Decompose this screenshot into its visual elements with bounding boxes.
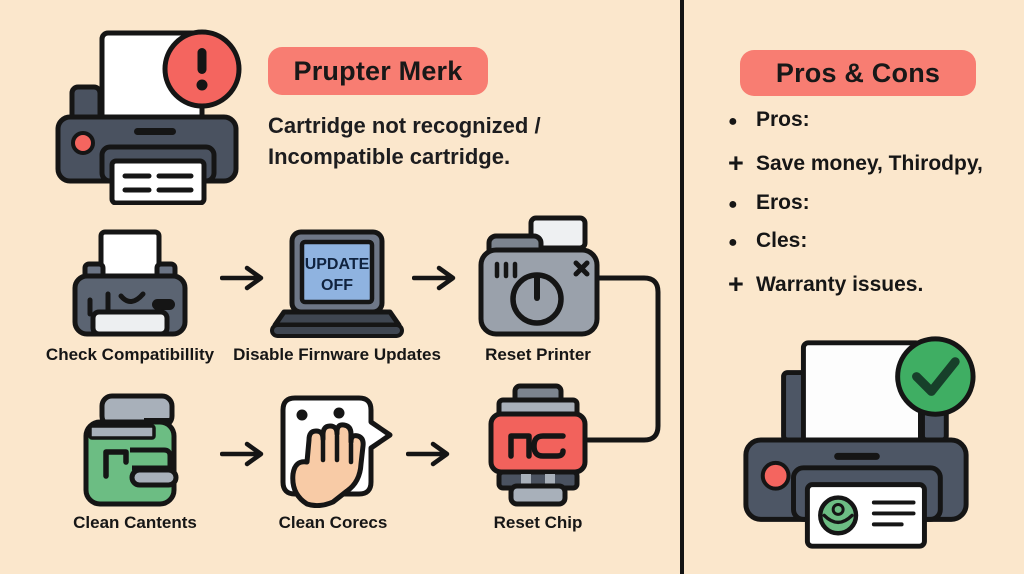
plus-marker: + <box>728 148 744 178</box>
panel-divider <box>680 0 684 574</box>
left-title: Prupter Merk <box>293 55 463 86</box>
list-item: ● Cles: <box>728 229 983 253</box>
list-item-text: Warranty issues. <box>756 273 924 296</box>
hand-wipe-icon <box>280 395 392 508</box>
subtitle-line-2: Incompatible cartridge. <box>268 144 511 169</box>
list-item: + Warranty issues. <box>728 267 983 299</box>
step-label: Disable Firnware Updates <box>233 345 441 364</box>
step-disable-firmware: UPDATE OFF Disable Firnware Updates <box>233 220 441 365</box>
step-label: Reset Chip <box>493 513 583 532</box>
ink-cartridge-icon <box>83 393 179 507</box>
step-label: Reset Printer <box>485 345 591 364</box>
bullet-marker: ● <box>728 113 738 130</box>
laptop-screen-line-1: UPDATE <box>305 256 370 273</box>
step-reset-printer: Reset Printer <box>438 214 638 365</box>
step-clean-chip-contacts: Clean Corecs <box>233 392 433 533</box>
receipt-lines <box>871 500 916 527</box>
laptop-update-off-icon: UPDATE OFF <box>270 229 404 338</box>
step-label: Clean Cantents <box>73 513 197 532</box>
list-item-text: Save money, Thirodpy, <box>756 152 983 175</box>
arrow-right-icon <box>412 265 456 291</box>
power-symbol-icon <box>510 272 564 326</box>
pros-cons-list: ● Pros: + Save money, Thirodpy, ● Eros: … <box>728 108 983 299</box>
list-item: ● Pros: <box>728 108 983 132</box>
arrow-right-icon <box>406 441 450 467</box>
error-printer-icon <box>55 29 242 205</box>
bullet-marker: ● <box>728 196 738 213</box>
pros-cons-title-pill: Pros & Cons <box>740 50 976 96</box>
step-label: Clean Corecs <box>278 513 388 532</box>
reset-printer-icon <box>478 215 600 337</box>
list-item-text: Eros: <box>756 191 810 214</box>
bullet-marker: ● <box>728 234 738 251</box>
step-label: Check Compatibillity <box>45 345 215 364</box>
approved-printer-icon <box>743 336 976 549</box>
flow-connector-line <box>585 275 661 443</box>
list-item-text: Cles: <box>756 229 808 252</box>
hand-icon <box>289 422 366 508</box>
left-subtitle: Cartridge not recognized / Incompatible … <box>268 110 541 172</box>
list-item-text: Pros: <box>756 108 810 131</box>
list-item: + Save money, Thirodpy, <box>728 146 983 178</box>
arrow-right-icon <box>220 265 264 291</box>
list-item: ● Eros: <box>728 191 983 215</box>
step-reset-chip: Reset Chip <box>438 383 638 533</box>
step-check-compatibility: Check Compatibillity <box>30 220 230 365</box>
laptop-screen-line-2: OFF <box>321 277 353 294</box>
left-title-pill: Prupter Merk <box>268 47 488 95</box>
compatibility-printer-icon <box>72 229 188 337</box>
check-badge-icon <box>895 336 976 417</box>
arrow-right-icon <box>220 441 264 467</box>
subtitle-line-1: Cartridge not recognized / <box>268 113 541 138</box>
plus-marker: + <box>728 269 744 299</box>
close-x-icon <box>573 260 590 277</box>
cartridge-chip-icon <box>488 383 587 507</box>
printed-lines <box>122 173 194 193</box>
receipt-logo-icon <box>818 495 859 536</box>
pros-cons-title: Pros & Cons <box>775 57 941 88</box>
error-badge-icon <box>162 29 242 109</box>
step-clean-contacts: Clean Cantents <box>35 392 235 533</box>
